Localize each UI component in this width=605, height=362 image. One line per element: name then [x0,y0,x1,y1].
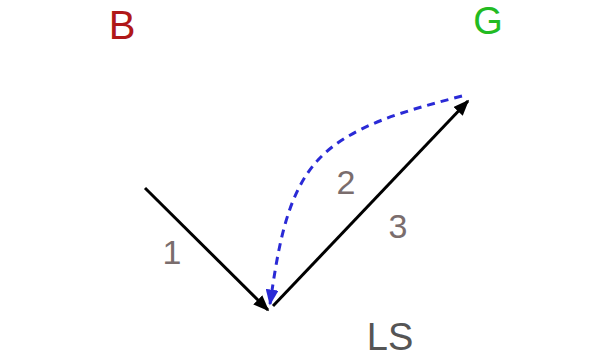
surface-label: G [473,2,503,40]
dashed-arrow [270,96,462,304]
callout-number: 2 [337,165,356,199]
face-picture [67,242,133,312]
face-picture [478,242,545,312]
mapping-arrow [145,188,268,310]
manifold-surface: G [385,2,602,182]
manifold-surface: B [5,5,200,200]
callout-number: 3 [389,209,408,243]
leader-arrow [471,106,509,238]
leader-arrow [104,192,143,238]
mapping-arrow [273,101,468,306]
latent-space-plane: LS [140,278,460,360]
surface-label: B [109,5,136,45]
manifold-surface-outline [5,5,200,200]
surface-label: LS [367,318,413,356]
callout-number: 1 [163,235,182,269]
